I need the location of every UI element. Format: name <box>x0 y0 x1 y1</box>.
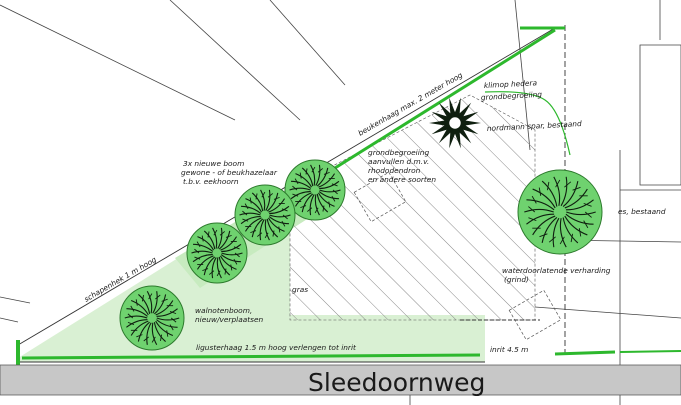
tree-canopy-icon <box>234 184 296 246</box>
label-nieuwe-3: t.b.v. eekhoorn <box>183 177 239 186</box>
label-nieuwe-2: gewone - of beukhazelaar <box>181 168 278 177</box>
label-grondbeg-2: aanvullen d.m.v. <box>368 157 429 166</box>
klimop-curve <box>484 91 571 156</box>
tree-canopy-icon <box>284 159 346 221</box>
beukenhaag-line <box>334 28 556 170</box>
label-verharding-2: (grind) <box>504 275 529 284</box>
label-nieuwe-1: 3x nieuwe boom <box>183 159 244 168</box>
label-gras: gras <box>292 285 308 294</box>
label-inrit: inrit 4.5 m <box>490 345 528 354</box>
label-grondbeg-4: en andere soorten <box>368 175 436 184</box>
conifer-icon <box>429 97 481 149</box>
inrit-hedge <box>554 350 616 356</box>
label-verharding-1: waterdoorlatende verharding <box>502 266 611 275</box>
tree-canopy-icon <box>517 169 603 255</box>
tree-canopy-icon <box>186 222 248 284</box>
dashed-markers <box>353 171 562 341</box>
label-grondbeg-3: rhododendron <box>368 166 421 175</box>
tree-canopy-icon <box>119 285 185 351</box>
label-ligusterhaag: ligusterhaag 1.5 m hoog verlengen tot in… <box>196 343 357 352</box>
label-grondbeg-1: grondbegroeiing <box>368 148 429 157</box>
label-klimop-1: klimop hedera <box>484 78 538 90</box>
road <box>0 364 681 396</box>
street-name: Sleedoornweg <box>308 368 485 397</box>
label-walnoot-2: nieuw/verplaatsen <box>195 315 264 324</box>
inrit-hedge-2 <box>619 350 681 353</box>
label-klimop-2: grondbegroeiing <box>481 90 543 102</box>
label-es: es, bestaand <box>618 207 666 216</box>
label-walnoot-1: walnotenboom, <box>195 306 252 315</box>
ligusterhaag-line <box>21 353 481 360</box>
